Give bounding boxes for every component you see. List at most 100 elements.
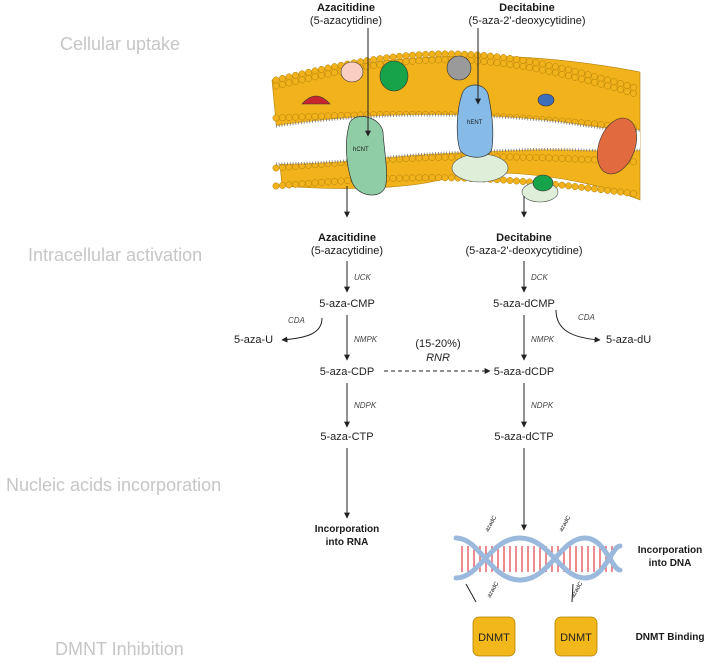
lipid-head [552, 69, 559, 77]
lipid-head [513, 177, 520, 185]
lipid-head [441, 153, 449, 161]
lipid-head [558, 64, 566, 72]
lipid-head [565, 66, 572, 74]
lipid-head [298, 76, 306, 84]
lipid-head [422, 56, 429, 64]
lipid-head [519, 153, 527, 161]
lipid-head [545, 154, 553, 162]
lipid-head [630, 89, 637, 97]
uck-enzyme: UCK [354, 273, 372, 282]
lipid-head [584, 119, 592, 127]
lipid-head [428, 56, 436, 64]
lipid-head [539, 66, 546, 74]
lipid-head [578, 69, 585, 77]
lipid-head [480, 58, 488, 65]
lipid-head [324, 112, 332, 120]
stage-cellular-uptake: Cellular uptake [60, 34, 180, 54]
azacitidine-intracellular-alias: (5-azacytidine) [311, 245, 383, 257]
cda-arrow-aza [281, 317, 323, 343]
lipid-head [415, 174, 423, 182]
lipid-head [331, 177, 338, 185]
lipid-head [389, 174, 397, 182]
azacitidine-alias: (5-azacytidine) [310, 15, 382, 27]
decitabine-title: Decitabine [499, 2, 555, 14]
hcnt-transporter [346, 116, 387, 196]
lipid-head [363, 63, 371, 71]
lipid-head [298, 180, 306, 188]
lipid-head [409, 51, 416, 59]
lipid-head [389, 53, 397, 61]
hent-label: hENT [467, 120, 483, 126]
lipid-head [415, 51, 423, 59]
lipid-head [370, 62, 377, 70]
lipid-head [597, 80, 605, 88]
lipid-head [285, 114, 293, 121]
nmpk-enzyme-dec: NMPK [531, 335, 555, 344]
rnr-enzyme: RNR [426, 352, 450, 364]
lipid-head [526, 64, 533, 72]
decitabine-intracellular-title: Decitabine [496, 232, 552, 244]
lipid-head [305, 68, 312, 76]
lipid-head [493, 59, 501, 67]
lipid-head [578, 155, 585, 163]
membrane-tails-bottom [275, 147, 641, 166]
lipid-head [604, 82, 611, 90]
lipid-head [480, 52, 488, 59]
lipid-head [441, 50, 449, 58]
lipid-head [285, 181, 293, 189]
lipid-head [311, 73, 319, 81]
lipid-head [630, 190, 637, 198]
rna-incorporation-line2: into RNA [326, 537, 369, 548]
lipid-head [532, 154, 540, 161]
lipid-head [578, 183, 585, 191]
lipid-head [578, 75, 585, 83]
lipid-head [493, 53, 501, 61]
lipid-head [532, 59, 540, 67]
lipid-head [506, 177, 514, 184]
lipid-head [610, 187, 618, 195]
dna-incorporation-line2: into DNA [649, 558, 692, 569]
lipid-head [604, 76, 611, 84]
aza-du: 5-aza-dU [606, 334, 651, 346]
lipid-head [422, 154, 429, 162]
lipid-head [435, 50, 442, 58]
lipid-head [571, 73, 579, 81]
lipid-head [272, 82, 280, 90]
protein-pale-1 [451, 153, 509, 183]
dnmt-box-2 [554, 616, 598, 657]
hcnt-label: hCNT [353, 147, 369, 153]
lipid-head [298, 113, 306, 121]
lipid-head [396, 52, 403, 60]
azadc-label-1: azadC [485, 514, 499, 533]
lipid-head [623, 81, 631, 89]
protein-red [301, 95, 331, 105]
lipid-head [344, 177, 351, 185]
lipid-head [630, 158, 637, 166]
lipid-head [363, 57, 371, 65]
lipid-head [285, 163, 293, 171]
aza-dcdp: 5-aza-dCDP [494, 366, 555, 378]
hent-transporter [456, 84, 494, 158]
rnr-percent: (15-20%) [415, 338, 460, 350]
lipid-head [591, 72, 598, 80]
lipid-head [272, 182, 280, 190]
lipid-head [552, 154, 559, 162]
lipid-head [565, 155, 572, 163]
lipid-head [545, 67, 553, 75]
cell-membrane: hCNT hENT [271, 50, 641, 203]
cda-enzyme-dec: CDA [578, 313, 595, 322]
lipid-head [415, 57, 423, 65]
lipid-head [428, 50, 436, 58]
dnmt-link-1 [465, 583, 477, 603]
lipid-head [591, 156, 598, 164]
lipid-head [558, 154, 566, 162]
azacitidine-title: Azacitidine [317, 2, 375, 14]
aza-dcmp: 5-aza-dCMP [493, 298, 555, 310]
lipid-head [506, 61, 514, 68]
lipid-head [422, 174, 429, 182]
aza-u: 5-aza-U [234, 334, 273, 346]
lipid-head [617, 188, 624, 196]
decitabine-alias: (5-aza-2'-deoxycytidine) [468, 15, 585, 27]
lipid-head [279, 80, 286, 88]
